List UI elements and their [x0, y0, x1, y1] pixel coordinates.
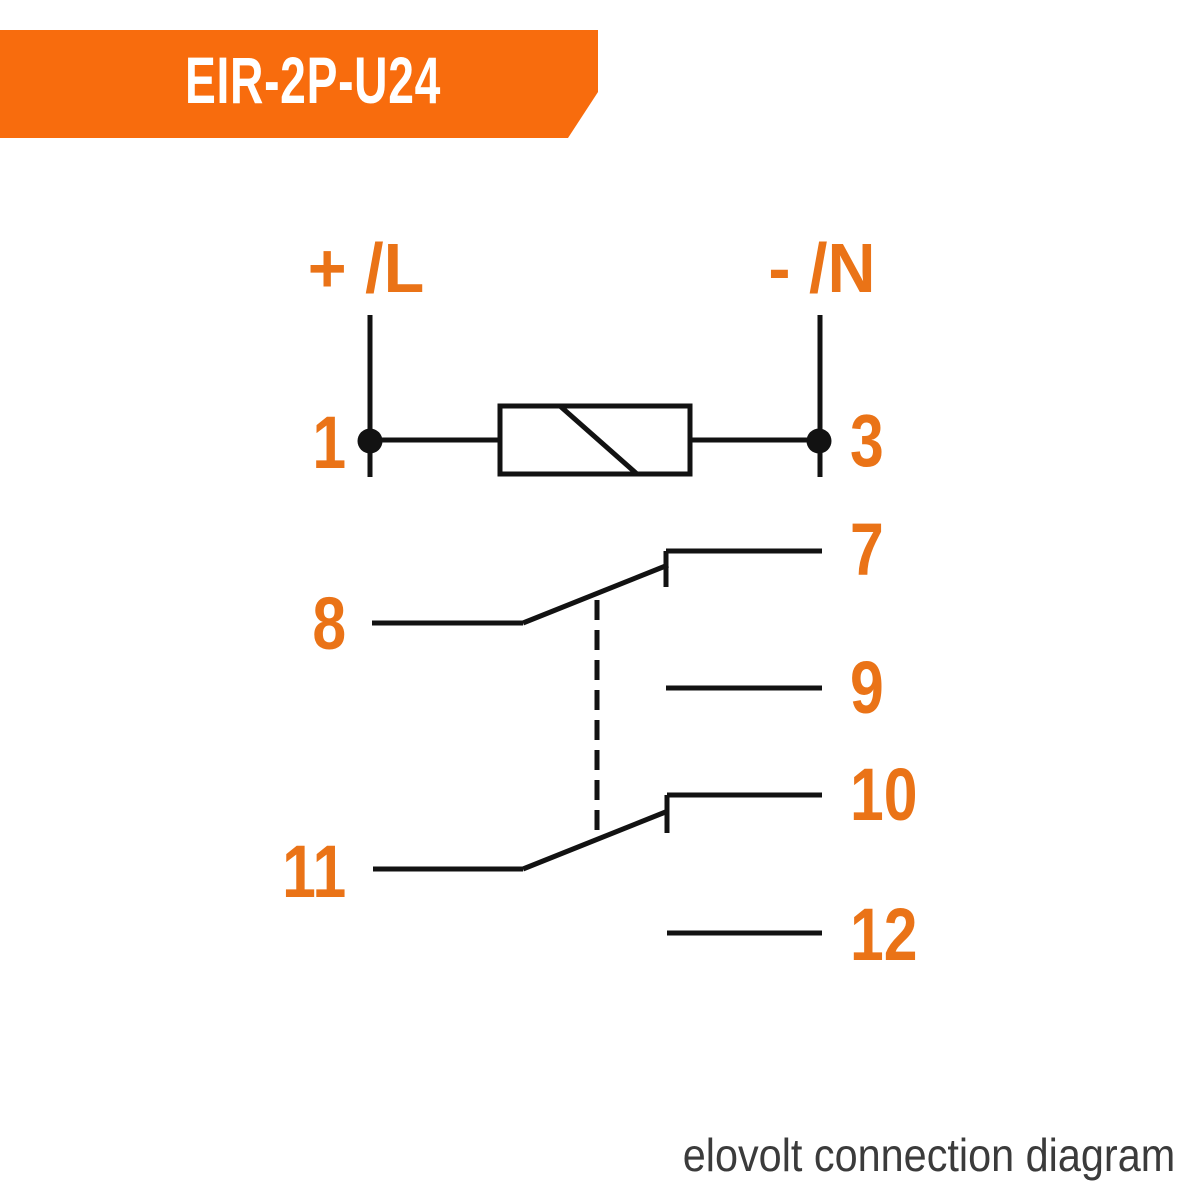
supply-label-positive: + /L: [307, 229, 425, 307]
contact-arm-11: [522, 808, 669, 872]
supply-label-negative: - /N: [768, 229, 876, 307]
terminal-label-3: 3: [850, 399, 884, 482]
product-model-title: EIR-2P-U24: [184, 43, 442, 117]
terminal-label-10: 10: [850, 753, 918, 836]
terminal-label-12: 12: [850, 893, 918, 976]
terminal-label-7: 7: [850, 508, 884, 591]
footer-caption: elovolt connection diagram: [682, 1129, 1175, 1181]
relay-coil-diagonal: [558, 404, 639, 476]
junction-dot-terminal1: [357, 428, 383, 454]
product-banner: EIR-2P-U24: [0, 30, 598, 138]
contact-arm-8: [522, 562, 669, 626]
terminal-label-1: 1: [312, 401, 346, 484]
terminal-label-8: 8: [312, 582, 346, 665]
terminal-label-11: 11: [281, 830, 346, 913]
terminal-label-9: 9: [850, 646, 884, 729]
junction-dot-terminal3: [806, 428, 832, 454]
